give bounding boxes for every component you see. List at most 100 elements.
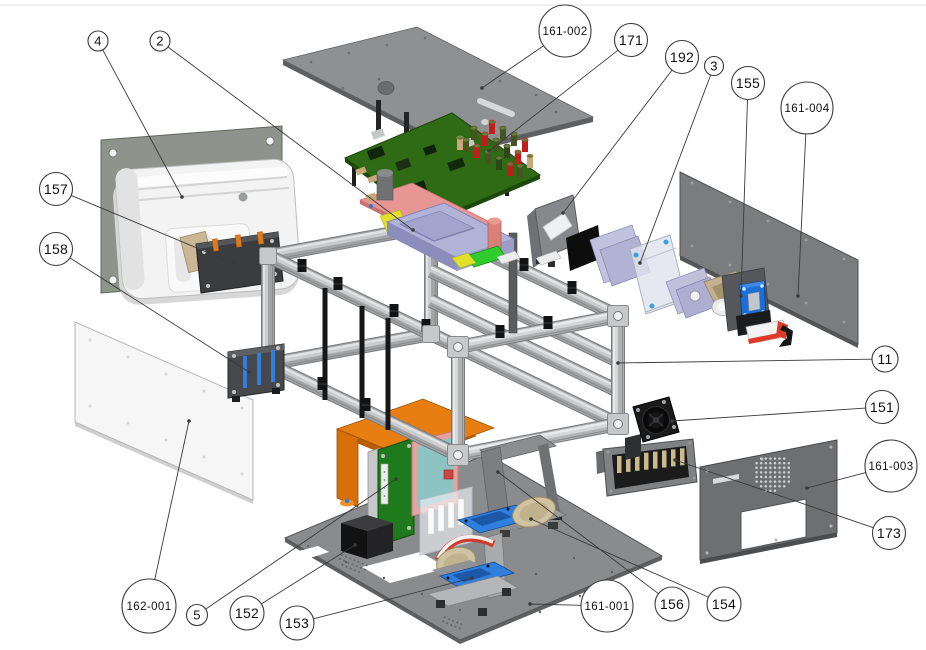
callout-162-001: 162-001 bbox=[121, 419, 191, 634]
leader-dot bbox=[638, 261, 642, 265]
balloon-label: 3 bbox=[710, 59, 718, 74]
leader-dot bbox=[353, 543, 357, 547]
balloon-label: 161-003 bbox=[868, 461, 913, 473]
plate-notch bbox=[362, 552, 448, 583]
plate-hole bbox=[377, 81, 395, 95]
leader-line bbox=[639, 74, 712, 264]
balloon-circle bbox=[279, 605, 315, 641]
leader-dot bbox=[561, 211, 565, 215]
leader-line bbox=[806, 472, 866, 489]
balloon-circle bbox=[185, 603, 209, 627]
bracket-slot bbox=[542, 212, 573, 241]
callout-161-003: 161-003 bbox=[805, 439, 918, 493]
balloon-circle bbox=[706, 586, 742, 622]
balloon-circle bbox=[121, 578, 177, 634]
callout-156: 156 bbox=[496, 470, 690, 622]
balloon-circle bbox=[780, 81, 834, 135]
balloon-label: 161-001 bbox=[584, 601, 629, 613]
leader-dot bbox=[496, 470, 500, 474]
usb-key-module bbox=[745, 319, 793, 347]
leader-dot bbox=[231, 261, 235, 265]
leader-line bbox=[488, 49, 619, 152]
callout-171: 171 bbox=[487, 22, 649, 153]
balloon-label: 161-004 bbox=[784, 103, 829, 115]
callout-158: 158 bbox=[38, 231, 251, 374]
balloon-circle bbox=[580, 579, 634, 633]
balloon-circle bbox=[871, 345, 899, 373]
balloon-label: 155 bbox=[736, 75, 760, 91]
leader-dot bbox=[805, 486, 809, 490]
balloon-label: 157 bbox=[44, 181, 68, 197]
rear-panel-161-003 bbox=[699, 439, 838, 564]
balloon-circle bbox=[664, 39, 700, 75]
display-module-4 bbox=[100, 125, 301, 305]
pump-assembly-154 bbox=[456, 496, 568, 537]
leader-dot bbox=[616, 361, 620, 365]
callout-161-004: 161-004 bbox=[780, 81, 834, 298]
leader-line bbox=[154, 420, 190, 580]
balloon-circle bbox=[38, 231, 74, 267]
leader-dot bbox=[528, 602, 532, 606]
tray-module-2 bbox=[358, 169, 562, 334]
rear-panel-cutout bbox=[740, 498, 807, 551]
balloon-label: 154 bbox=[712, 596, 736, 612]
balloon-label: 156 bbox=[660, 596, 684, 612]
balloon-circle bbox=[87, 30, 109, 52]
leader-line bbox=[167, 46, 414, 231]
leader-dot bbox=[487, 149, 491, 153]
leader-line bbox=[740, 99, 748, 297]
balloon-label: 4 bbox=[94, 34, 102, 49]
black-module-152 bbox=[341, 515, 393, 559]
callout-3: 3 bbox=[638, 55, 725, 265]
pump-motor-train-3 bbox=[566, 224, 793, 347]
balloon-label: 153 bbox=[285, 615, 309, 631]
balloon-circle bbox=[613, 22, 649, 58]
balloon-circle bbox=[730, 65, 766, 101]
balloon-circle bbox=[654, 586, 690, 622]
leader-dot bbox=[394, 477, 398, 481]
balloon-label: 158 bbox=[44, 241, 68, 257]
leader-line bbox=[313, 577, 473, 620]
balloon-label: 151 bbox=[870, 399, 894, 415]
callout-151: 151 bbox=[670, 389, 900, 425]
callout-153: 153 bbox=[279, 576, 474, 641]
balloon-circle bbox=[871, 515, 907, 551]
leader-line bbox=[530, 518, 709, 598]
leader-line bbox=[674, 459, 874, 529]
leader-dot bbox=[739, 294, 743, 298]
plate-slot bbox=[477, 98, 515, 117]
callout-5: 5 bbox=[185, 477, 398, 627]
leader-line bbox=[497, 471, 659, 595]
leader-line bbox=[102, 49, 183, 198]
leader-dot bbox=[187, 419, 191, 423]
balloon-label: 192 bbox=[670, 49, 694, 65]
leader-line bbox=[797, 133, 807, 297]
balloon-circle bbox=[703, 55, 725, 77]
motor-black-block bbox=[566, 225, 602, 271]
callout-4: 4 bbox=[87, 30, 184, 199]
balloon-circle bbox=[538, 4, 592, 58]
pump-assembly-153 bbox=[426, 532, 520, 616]
callout-155: 155 bbox=[730, 65, 766, 298]
housing-hole bbox=[238, 192, 248, 202]
cooling-fan-151 bbox=[625, 396, 680, 460]
balloon-label: 162-001 bbox=[126, 601, 171, 613]
leader-line bbox=[69, 257, 250, 373]
leader-line bbox=[261, 544, 356, 605]
callout-173: 173 bbox=[673, 458, 907, 551]
balloon-label: 11 bbox=[877, 351, 892, 367]
leader-dot bbox=[180, 195, 184, 199]
frame-corner-cube bbox=[422, 325, 440, 343]
frame-connector-158 bbox=[227, 343, 285, 402]
balloon-circle bbox=[229, 595, 265, 631]
leader-dot bbox=[247, 370, 251, 374]
leader-line bbox=[71, 194, 234, 264]
frame-corner-cube bbox=[259, 247, 277, 265]
balloon-circle bbox=[149, 30, 171, 52]
leader-dot bbox=[673, 458, 677, 462]
callout-192: 192 bbox=[561, 39, 700, 215]
balloon-label: 171 bbox=[619, 32, 643, 48]
leader-dot bbox=[670, 419, 674, 423]
